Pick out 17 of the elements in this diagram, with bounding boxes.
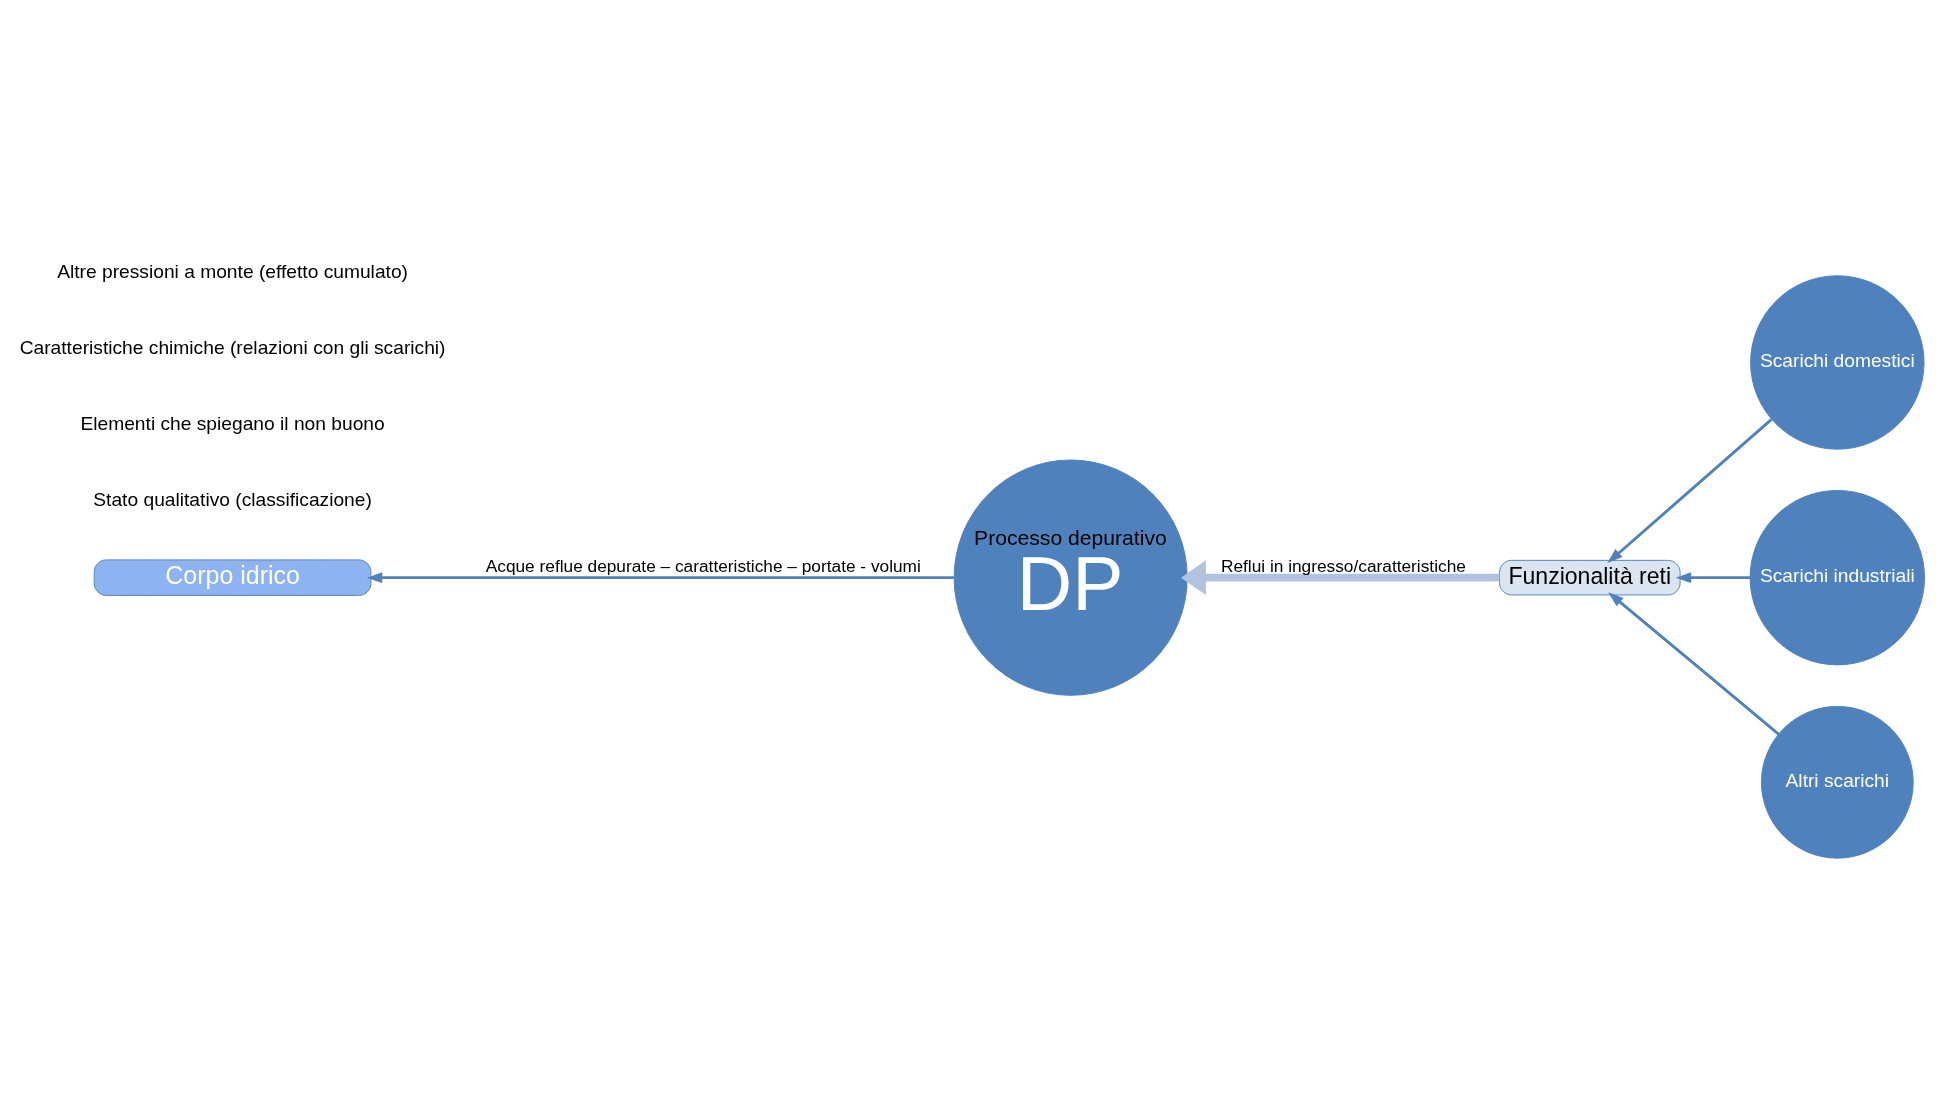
arrow [1675, 572, 1751, 584]
node-box: Corpo idrico [93, 559, 372, 596]
label: Caratteristiche chimiche (relazioni con gli scarichi) [19, 336, 446, 358]
node-circle: Processo depurativo DP [953, 459, 1188, 696]
edge-label: Acque reflue depurate – caratteristiche – portate - volumi [485, 556, 921, 577]
arrow [366, 572, 954, 584]
arrow [1181, 560, 1500, 596]
label: Elementi che spiegano il non buono [80, 412, 385, 434]
node-box: Funzionalità reti [1499, 559, 1681, 596]
node-circle: Scarichi industriali [1749, 489, 1925, 666]
node-circle: Altri scarichi [1760, 705, 1914, 859]
arrow [1608, 592, 1780, 736]
edge-label: Reflui in ingresso/caratteristiche [1220, 556, 1466, 577]
node-circle: Scarichi domestici [1750, 275, 1925, 450]
label: Altre pressioni a monte (effetto cumulato) [57, 260, 408, 282]
label: Stato qualitativo (classificazione) [93, 488, 372, 510]
arrow [1607, 418, 1773, 564]
